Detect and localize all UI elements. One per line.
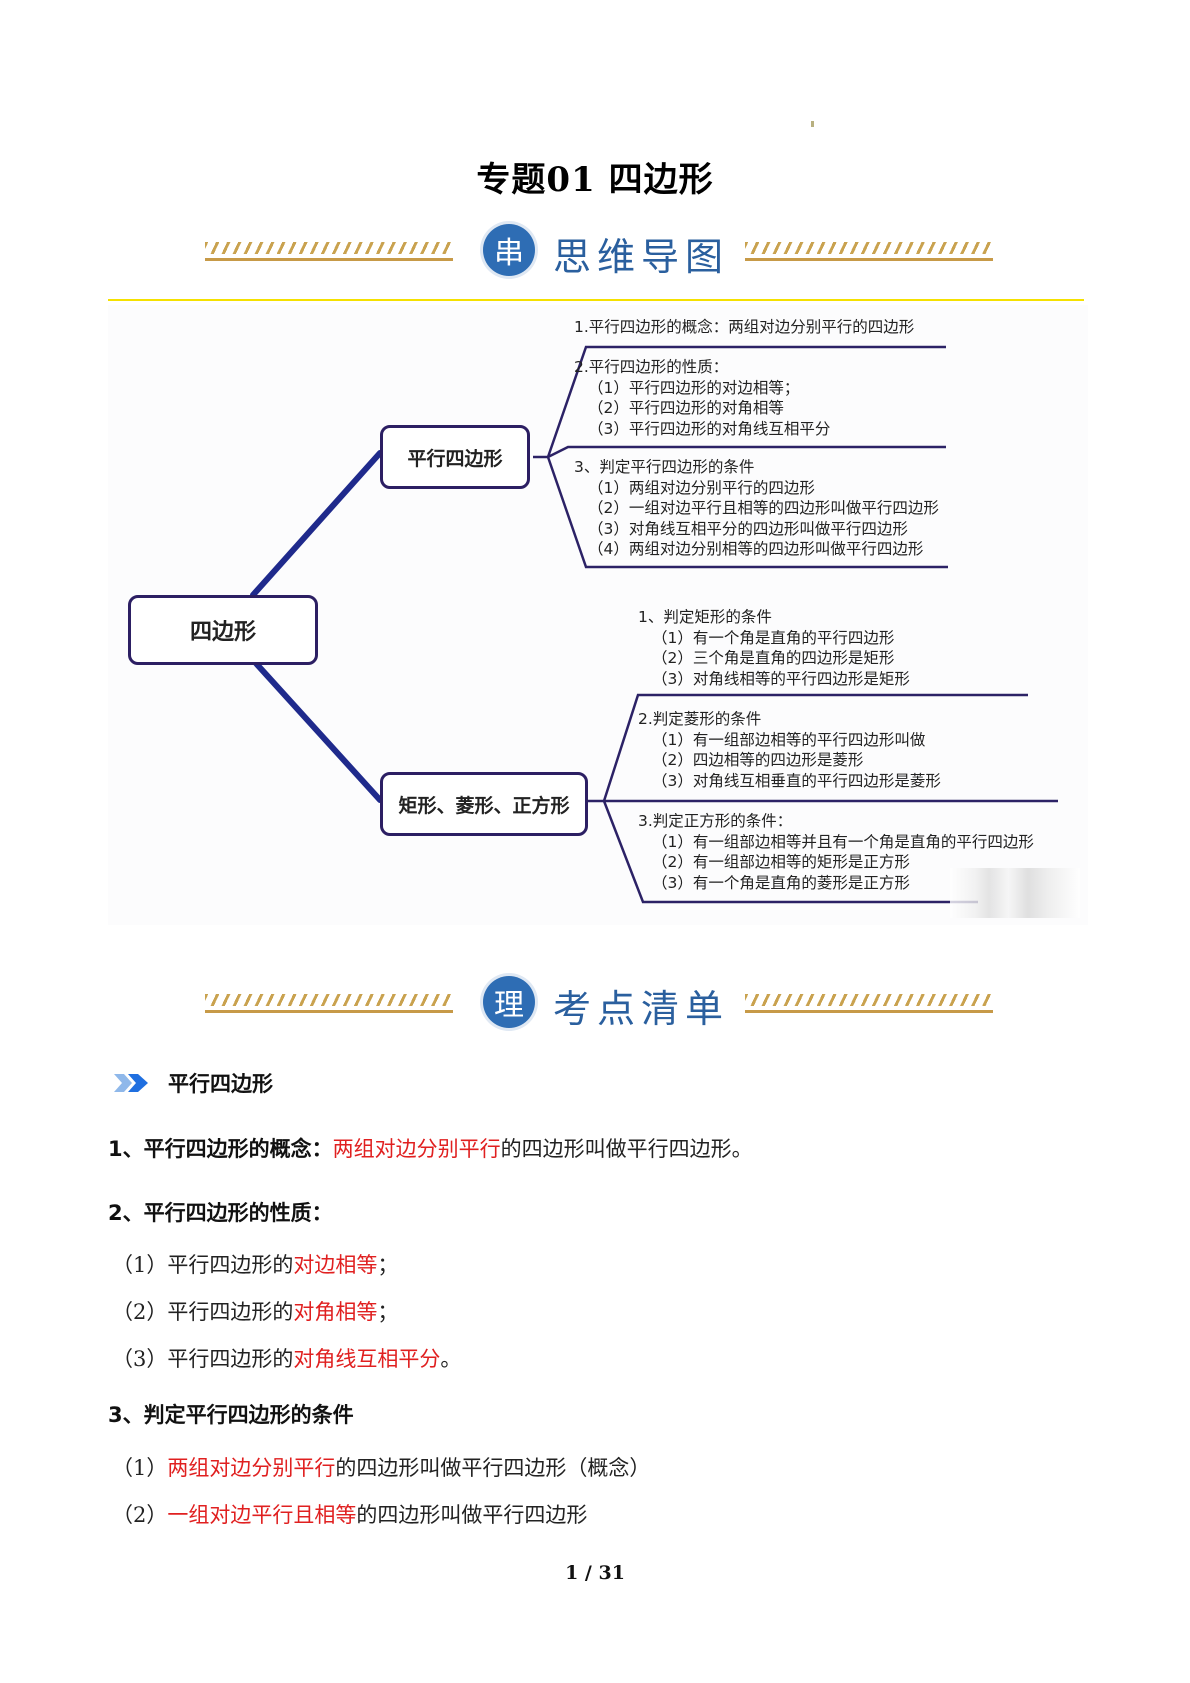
mind-map: 四边形 平行四边形 矩形、菱形、正方形 1.平行四边形的概念：两组对边分别平行的… (108, 305, 1088, 925)
banner-label: 考点清单 (553, 987, 730, 1031)
condition-item: （2）一组对边平行且相等的四边形叫做平行四边形 (112, 1503, 588, 1527)
property-item: （3）平行四边形的对角线互相平分。 (112, 1347, 462, 1371)
branch-node-parallelogram: 平行四边形 (380, 425, 530, 489)
double-chevron-icon (114, 1074, 148, 1092)
property-item: （2）平行四边形的对角相等； (112, 1300, 399, 1324)
conditions-heading: 3、判定平行四边形的条件 (108, 1403, 354, 1427)
root-node: 四边形 (128, 595, 318, 665)
banner-underline (745, 1010, 993, 1013)
mindmap-leaf: 1、判定矩形的条件 （1）有一个角是直角的平行四边形 （2）三个角是直角的四边形… (638, 608, 910, 688)
checklist-banner: 理 考点清单 (205, 970, 993, 1040)
stripe-decoration (205, 994, 453, 1006)
stripe-decoration (745, 242, 993, 254)
banner-underline (205, 258, 453, 261)
stripe-decoration (745, 994, 993, 1006)
branch-node-special-quads: 矩形、菱形、正方形 (380, 772, 588, 836)
mindmap-leaf: 3、判定平行四边形的条件 （1）两组对边分别平行的四边形 （2）一组对边平行且相… (574, 458, 939, 558)
concept-paragraph: 1、平行四边形的概念：两组对边分别平行的四边形叫做平行四边形。 (108, 1137, 753, 1161)
banner-underline (205, 1010, 453, 1013)
page-title: 专题01 四边形 (476, 160, 714, 200)
stripe-decoration (205, 242, 453, 254)
mindmap-banner: 串 思维导图 (205, 218, 993, 288)
chuan-badge-icon: 串 (483, 224, 535, 276)
mindmap-connectors (250, 345, 1058, 904)
properties-heading: 2、平行四边形的性质： (108, 1201, 333, 1225)
mindmap-leaf: 3.判定正方形的条件： （1）有一组部边相等并且有一个角是直角的平行四边形 （2… (638, 812, 1034, 892)
section-heading: 平行四边形 (112, 1068, 273, 1098)
blurred-watermark (950, 868, 1080, 918)
page-number: 1 / 31 (565, 1562, 625, 1584)
li-badge-icon: 理 (483, 976, 535, 1028)
section-title: 平行四边形 (168, 1072, 273, 1096)
divider (108, 299, 1084, 301)
banner-label: 思维导图 (553, 235, 730, 279)
mindmap-leaf: 2.平行四边形的性质： （1）平行四边形的对边相等； （2）平行四边形的对角相等… (574, 358, 831, 438)
scan-mark (811, 121, 814, 127)
property-item: （1）平行四边形的对边相等； (112, 1253, 399, 1277)
banner-underline (745, 258, 993, 261)
mindmap-leaf: 1.平行四边形的概念：两组对边分别平行的四边形 (574, 318, 915, 336)
condition-item: （1）两组对边分别平行的四边形叫做平行四边形（概念） (112, 1456, 651, 1480)
mindmap-leaf: 2.判定菱形的条件 （1）有一组部边相等的平行四边形叫做 （2）四边相等的四边形… (638, 710, 941, 790)
